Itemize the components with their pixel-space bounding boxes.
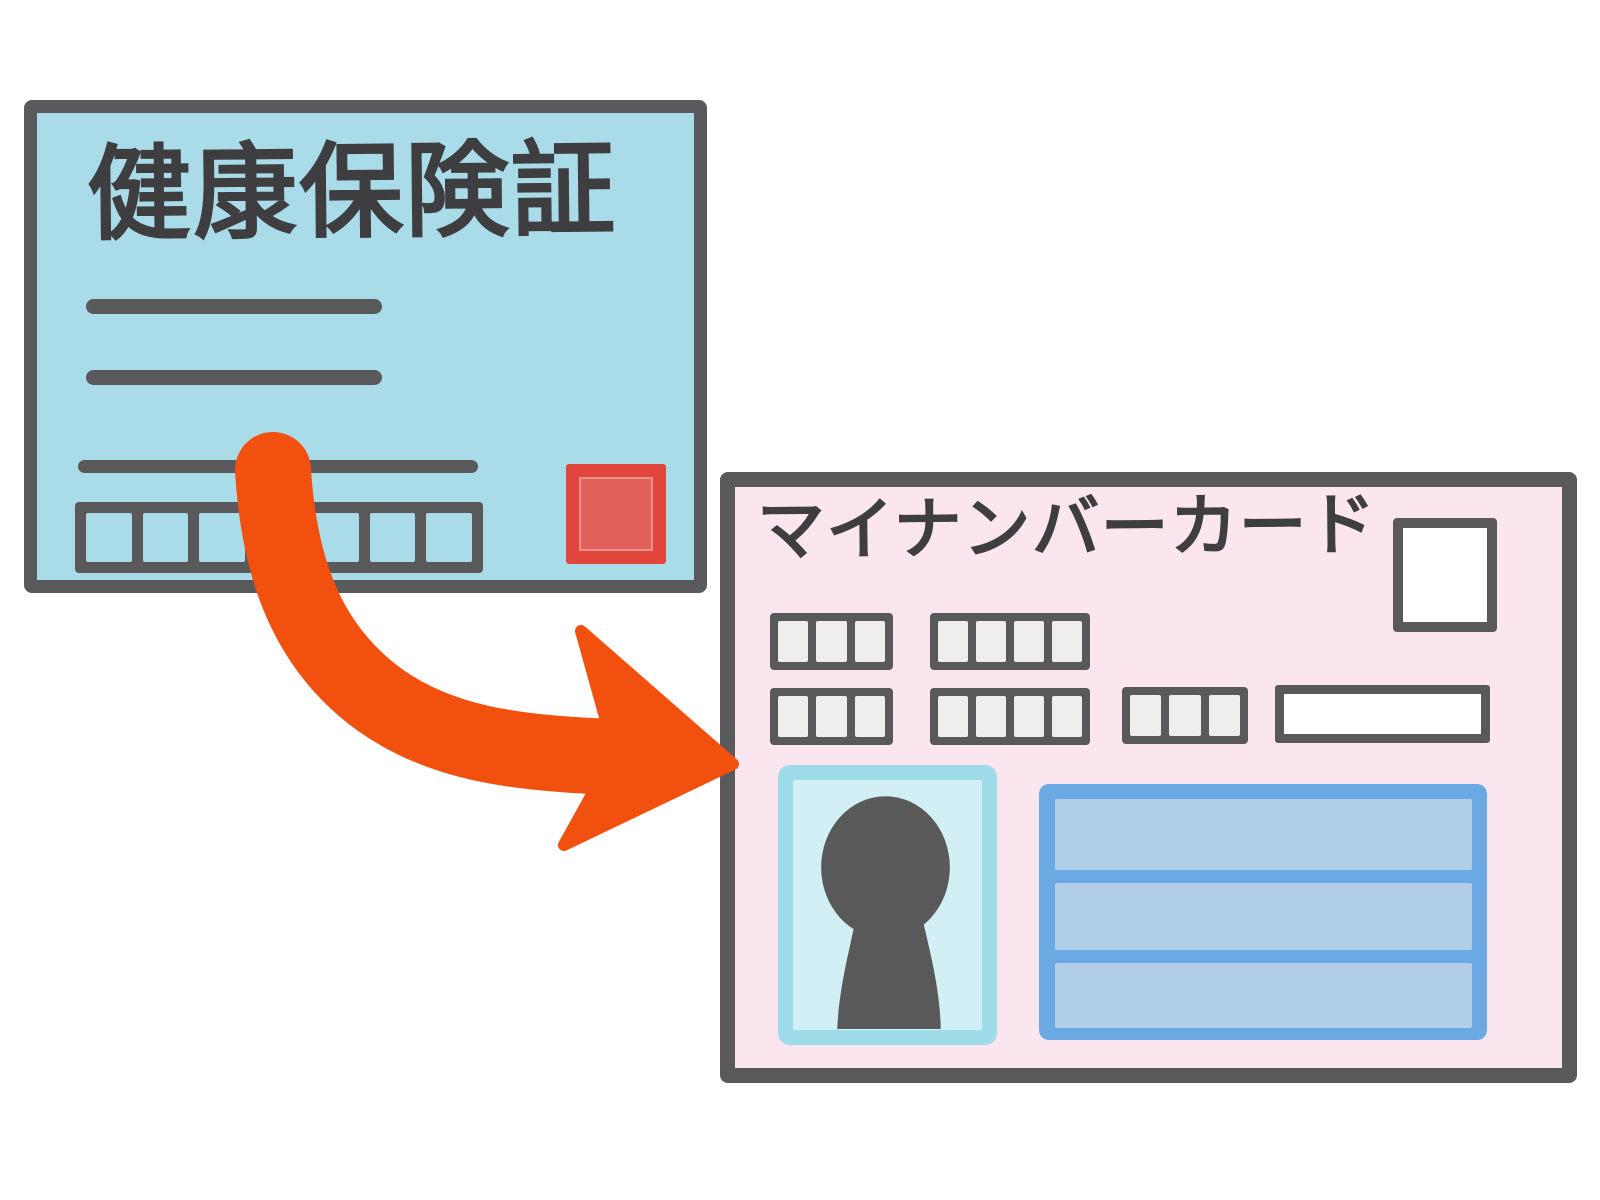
digit-cell	[778, 621, 809, 662]
number-cell	[86, 513, 132, 562]
digit-cell	[854, 696, 885, 737]
digit-cell	[1052, 696, 1082, 737]
digit-cell	[854, 621, 885, 662]
placeholder-line-3	[78, 460, 478, 473]
insured-number-strip	[75, 502, 483, 573]
digit-cell	[1130, 695, 1162, 736]
my-number-card-title: マイナンバーカード	[756, 485, 1378, 572]
digit-group-4	[930, 688, 1090, 745]
person-silhouette-icon	[821, 796, 950, 1029]
health-insurance-card: 健康保険証	[24, 100, 707, 593]
digit-cell	[778, 696, 809, 737]
number-cell	[142, 513, 189, 562]
digit-group-2	[930, 613, 1090, 670]
digit-cell	[1052, 621, 1082, 662]
info-panel	[1039, 784, 1487, 1040]
digit-cell	[976, 696, 1006, 737]
number-cell	[199, 513, 246, 562]
digit-cell	[938, 696, 968, 737]
number-cell	[426, 513, 473, 562]
info-bar	[1055, 883, 1472, 950]
number-cell	[312, 513, 359, 562]
digit-group-1	[770, 613, 893, 670]
digit-cell	[1014, 696, 1044, 737]
digit-cell	[938, 621, 968, 662]
digit-cell	[1208, 695, 1240, 736]
photo-inner-area	[793, 780, 982, 1030]
digit-cell	[1014, 621, 1044, 662]
digit-cell	[976, 621, 1006, 662]
digit-group-5	[1122, 687, 1248, 744]
my-number-card: マイナンバーカード	[720, 472, 1577, 1083]
long-blank-field	[1275, 685, 1490, 743]
digit-group-3	[770, 688, 893, 745]
photo-placeholder	[778, 765, 997, 1045]
placeholder-line-2	[86, 370, 382, 385]
placeholder-line-1	[86, 299, 382, 314]
digit-cell	[816, 621, 847, 662]
info-bar	[1055, 799, 1472, 870]
red-stamp-icon	[566, 464, 666, 564]
number-cell	[256, 513, 302, 562]
red-stamp-inner	[579, 477, 653, 551]
info-bar	[1055, 963, 1472, 1028]
digit-cell	[816, 696, 847, 737]
number-cell	[369, 513, 416, 562]
small-blank-box	[1393, 518, 1497, 632]
digit-cell	[1169, 695, 1201, 736]
health-insurance-card-title: 健康保険証	[86, 128, 618, 256]
